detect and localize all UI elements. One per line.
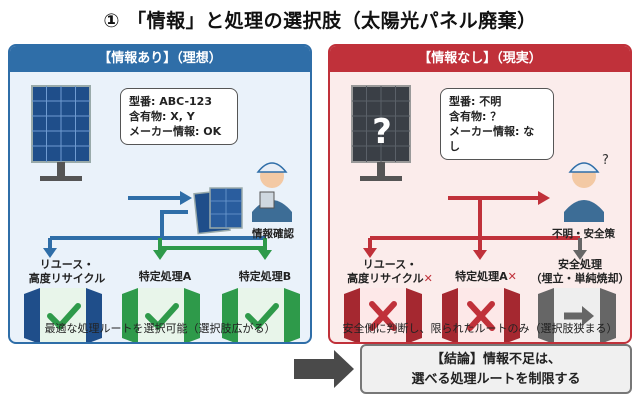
conclusion-arrow-icon	[294, 350, 354, 388]
confused-worker-icon: ?	[564, 153, 609, 222]
option2-label: 特定処理A	[138, 270, 192, 283]
option2-label-reality: 特定処理A✕	[436, 270, 536, 284]
ideal-panel-header: 【情報あり】（理想）	[10, 46, 310, 72]
option1-label-line2: 高度リサイクル	[28, 272, 106, 285]
worker-icon	[252, 162, 292, 222]
cross-icon: ✕	[423, 272, 433, 285]
option3-label-reality: 安全処理 （埋立・単純焼却）	[528, 258, 630, 286]
ideal-panel-footer: 最適な処理ルートを選択可能（選択肢広がる）	[44, 322, 276, 335]
info-bubble: 型番: ABC-123 含有物: X, Y メーカー情報: OK	[120, 88, 238, 145]
bubble-line-maker: メーカー情報: OK	[129, 125, 222, 138]
bubble-line-model: 型番: ABC-123	[129, 95, 212, 108]
worker-caption-reality: 不明・安全策	[552, 228, 615, 240]
page-title: ① 「情報」と処理の選択肢（太陽光パネル廃棄）	[103, 10, 537, 32]
option3-label-line1: 安全処理	[558, 258, 602, 271]
option1-label-line2: 高度リサイクル✕	[338, 272, 442, 286]
option1-label-line1: リユース・	[39, 258, 95, 271]
reality-panel-footer: 安全側に判断し、限られたルートのみ（選択肢狭まる）	[342, 322, 618, 335]
flow-arrows	[43, 191, 272, 260]
flow-arrows-reality	[363, 191, 587, 260]
solar-panel-icon	[31, 85, 91, 181]
bubble-line-contents: 含有物: X, Y	[129, 110, 195, 123]
option3-label-line2: （埋立・単純焼却）	[530, 272, 630, 285]
bubble-line-contents: 含有物: ？	[449, 110, 502, 123]
door-option-2-blocked	[442, 288, 520, 342]
bubble-line-maker: メーカー情報: なし	[449, 125, 535, 153]
door-option-2	[122, 288, 200, 342]
worker-caption: 情報確認	[252, 228, 294, 240]
small-panels-icon	[193, 187, 243, 235]
unknown-solar-panel-icon	[351, 85, 411, 181]
option1-label: リユース・ 高度リサイクル	[22, 258, 112, 286]
option1-label-line1: リユース・	[362, 258, 418, 271]
option1-label-reality: リユース・ 高度リサイクル✕	[338, 258, 442, 286]
option2-label-text: 特定処理A	[455, 270, 508, 283]
reality-panel-header: 【情報なし】（現実）	[330, 46, 630, 72]
door-option-1-blocked	[344, 288, 422, 342]
unknown-mark: ?	[372, 112, 392, 152]
reality-panel: 【情報なし】（現実） ?	[328, 44, 632, 344]
door-option-3	[222, 288, 300, 342]
no-info-bubble: 型番: 不明 含有物: ？ メーカー情報: なし	[440, 88, 554, 160]
svg-text:?: ?	[602, 153, 609, 168]
door-option-1	[24, 288, 102, 342]
cross-icon: ✕	[507, 270, 517, 283]
conclusion-line2: 選べる処理ルートを制限する	[411, 372, 581, 387]
option1-label-line2-text: 高度リサイクル	[347, 272, 424, 285]
door-option-3-safe	[538, 288, 616, 342]
option3-label: 特定処理B	[238, 270, 292, 283]
ideal-panel: 【情報あり】（理想）	[8, 44, 312, 344]
conclusion-line1: 【結論】情報不足は、	[430, 352, 561, 367]
conclusion-box: 【結論】情報不足は、 選べる処理ルートを制限する	[360, 344, 632, 394]
bubble-line-model: 型番: 不明	[449, 95, 502, 108]
